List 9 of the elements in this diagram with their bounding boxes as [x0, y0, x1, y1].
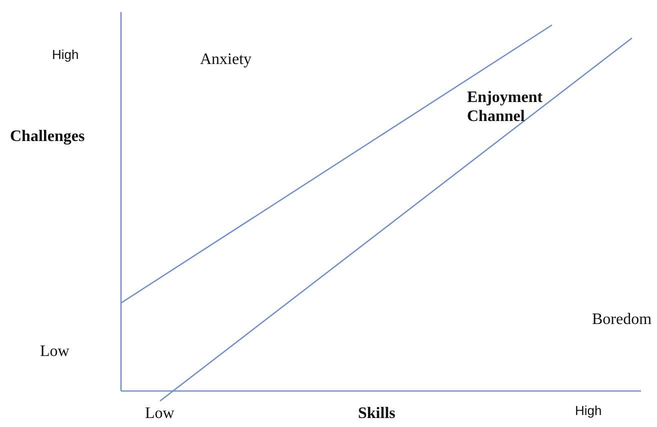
axis-title: Challenges: [10, 127, 85, 146]
axis-title: Skills: [358, 404, 396, 424]
axis-label: High: [575, 403, 602, 419]
region-label: Anxiety: [200, 50, 252, 70]
axis-label: Low: [40, 342, 70, 362]
region-label: Enjoyment Channel: [467, 88, 544, 126]
axis-label: Low: [145, 404, 174, 424]
region-label: Boredom: [592, 310, 652, 330]
axis-label: High: [52, 47, 79, 63]
